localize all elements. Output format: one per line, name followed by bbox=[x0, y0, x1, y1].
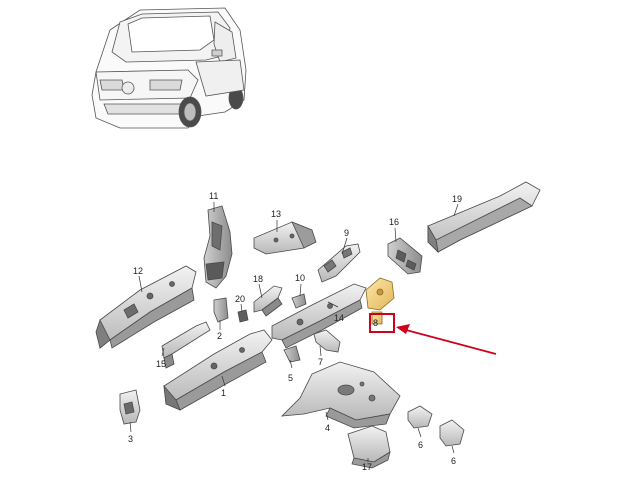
vehicle-illustration bbox=[91, 7, 247, 129]
part-18 bbox=[253, 285, 283, 317]
part-1 bbox=[163, 329, 273, 411]
label-17: 17 bbox=[362, 462, 373, 472]
label-15: 15 bbox=[156, 359, 167, 369]
label-4: 4 bbox=[325, 423, 331, 433]
part-14 bbox=[271, 283, 367, 349]
part-6-b bbox=[439, 419, 465, 447]
label-18: 18 bbox=[253, 274, 264, 284]
label-10: 10 bbox=[295, 273, 306, 283]
part-4 bbox=[280, 361, 401, 429]
label-8: 8 bbox=[373, 318, 379, 328]
leader-lines bbox=[129, 202, 459, 462]
label-2: 2 bbox=[217, 331, 223, 341]
label-6-right: 6 bbox=[451, 456, 457, 466]
part-15 bbox=[161, 321, 211, 369]
label-9: 9 bbox=[344, 228, 350, 238]
label-7: 7 bbox=[318, 357, 324, 367]
part-20 bbox=[237, 309, 249, 323]
highlight-box bbox=[369, 313, 395, 333]
highlight-arrow bbox=[396, 324, 497, 355]
part-6-a bbox=[407, 405, 433, 429]
part-17 bbox=[347, 425, 391, 469]
part-9 bbox=[317, 243, 361, 283]
part-12 bbox=[95, 265, 197, 349]
part-16 bbox=[387, 237, 423, 275]
label-13: 13 bbox=[271, 209, 282, 219]
label-14: 14 bbox=[334, 313, 345, 323]
part-13 bbox=[253, 221, 317, 255]
part-7 bbox=[313, 329, 341, 353]
part-5 bbox=[283, 345, 301, 363]
label-5: 5 bbox=[288, 373, 294, 383]
label-16: 16 bbox=[389, 217, 400, 227]
label-11: 11 bbox=[209, 191, 219, 201]
part-19 bbox=[427, 181, 541, 254]
part-10 bbox=[291, 293, 307, 309]
label-1: 1 bbox=[221, 388, 227, 398]
part-3 bbox=[119, 389, 141, 425]
label-3: 3 bbox=[128, 434, 134, 444]
label-20: 20 bbox=[235, 294, 246, 304]
part-11 bbox=[203, 205, 233, 289]
label-6-left: 6 bbox=[418, 440, 424, 450]
part-2 bbox=[213, 297, 229, 323]
label-19: 19 bbox=[452, 194, 463, 204]
label-12: 12 bbox=[133, 266, 144, 276]
